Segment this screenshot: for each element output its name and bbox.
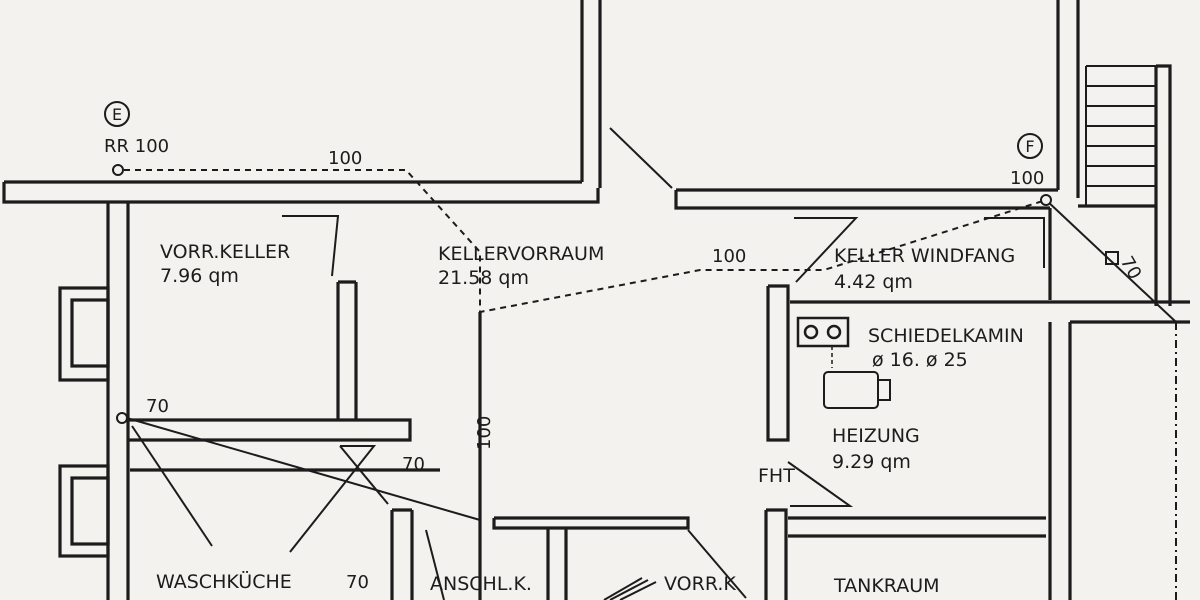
pipe-100-mid-label: 100 xyxy=(712,246,746,267)
room-labels: VORR.KELLER 7.96 qm KELLERVORRAUM 21.58 … xyxy=(156,241,1024,597)
room-vorr-k-name: VORR.K xyxy=(664,573,736,595)
room-kellervorraum-area: 21.58 qm xyxy=(438,267,529,289)
vent-symbol xyxy=(1105,251,1119,265)
room-tankraum-name: TANKRAUM xyxy=(833,575,940,597)
marker-e-label: E xyxy=(112,105,122,124)
pipe-70-bottom-label: 70 xyxy=(346,572,369,593)
door-swings xyxy=(131,127,1045,600)
marker-f-label: F xyxy=(1025,137,1034,156)
staircase xyxy=(1085,65,1156,206)
chimney-symbol xyxy=(796,316,850,368)
pipe-100-f-label: 100 xyxy=(1010,168,1044,189)
pipes xyxy=(119,169,1177,600)
room-vorr-keller-name: VORR.KELLER xyxy=(160,241,290,263)
pipe-rr-label: RR 100 xyxy=(104,136,169,157)
room-kellervorraum-name: KELLERVORRAUM xyxy=(438,243,604,265)
room-heizung-name: HEIZUNG xyxy=(832,425,920,447)
room-vorr-keller-area: 7.96 qm xyxy=(160,265,239,287)
room-keller-windfang-name: KELLER WINDFANG xyxy=(834,245,1015,267)
boiler-symbol xyxy=(823,371,891,409)
pipe-100-top-label: 100 xyxy=(328,148,362,169)
room-waschkueche-name: WASCHKÜCHE xyxy=(156,570,292,593)
fht-label: FHT xyxy=(758,465,795,487)
pipe-70-mid-label: 70 xyxy=(402,454,425,475)
pipe-nodes xyxy=(112,164,1052,424)
room-anschl-k-name: ANSCHL.K. xyxy=(430,573,532,595)
room-heizung-area: 9.29 qm xyxy=(832,451,911,473)
room-keller-windfang-area: 4.42 qm xyxy=(834,271,913,293)
pipe-70-left-label: 70 xyxy=(146,396,169,417)
marker-f-circle xyxy=(1017,133,1043,159)
pipe-100-vertical-label: 100 xyxy=(474,416,495,450)
marker-e-circle xyxy=(104,101,130,127)
chimney-name: SCHIEDELKAMIN xyxy=(868,325,1024,347)
pipe-70-stair-label: 70 xyxy=(1116,253,1146,283)
chimney-spec: ø 16. ø 25 xyxy=(872,349,968,371)
pipe-labels: RR 100 100 100 100 100 70 70 70 70 xyxy=(104,136,1145,593)
